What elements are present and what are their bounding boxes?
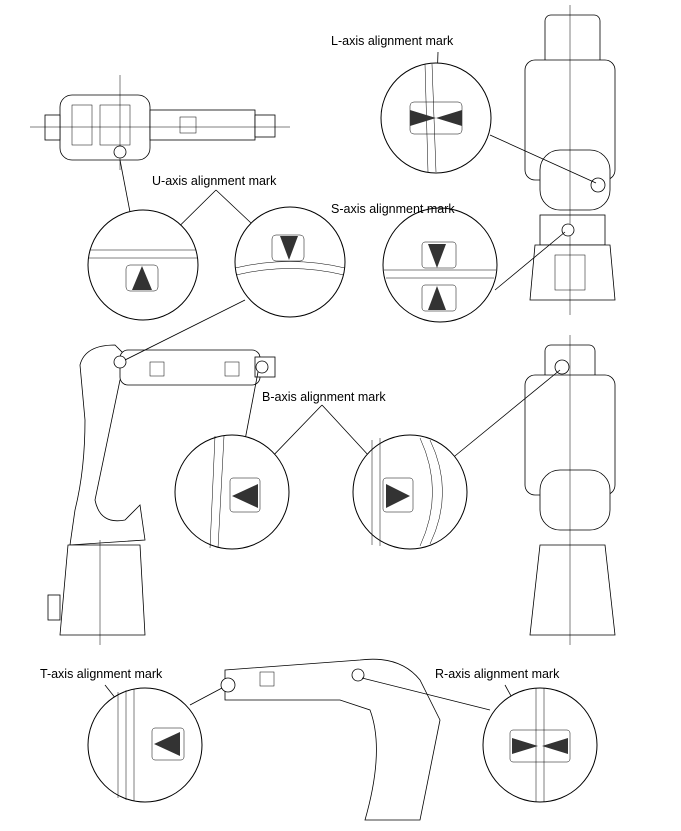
r-axis-label: R-axis alignment mark bbox=[435, 667, 560, 681]
robot-front-view-upper bbox=[524, 5, 616, 315]
t-axis-label: T-axis alignment mark bbox=[40, 667, 163, 681]
detail-b-axis-left bbox=[174, 434, 290, 550]
detail-u-axis-left bbox=[87, 209, 199, 321]
robot-front-view-lower bbox=[524, 335, 616, 645]
l-axis-label: L-axis alignment mark bbox=[331, 34, 454, 48]
detail-u-axis-right bbox=[234, 206, 346, 318]
detail-b-axis-right bbox=[352, 434, 468, 550]
detail-t-axis bbox=[87, 687, 203, 803]
detail-l-axis bbox=[380, 62, 492, 174]
detail-s-axis bbox=[382, 207, 498, 323]
b-axis-label: B-axis alignment mark bbox=[262, 390, 386, 404]
u-axis-label: U-axis alignment mark bbox=[152, 174, 277, 188]
s-axis-label: S-axis alignment mark bbox=[331, 202, 455, 216]
detail-r-axis bbox=[482, 687, 598, 803]
robot-side-view bbox=[47, 344, 276, 645]
robot-top-view bbox=[30, 75, 290, 170]
robot-arm-bottom bbox=[220, 658, 441, 821]
